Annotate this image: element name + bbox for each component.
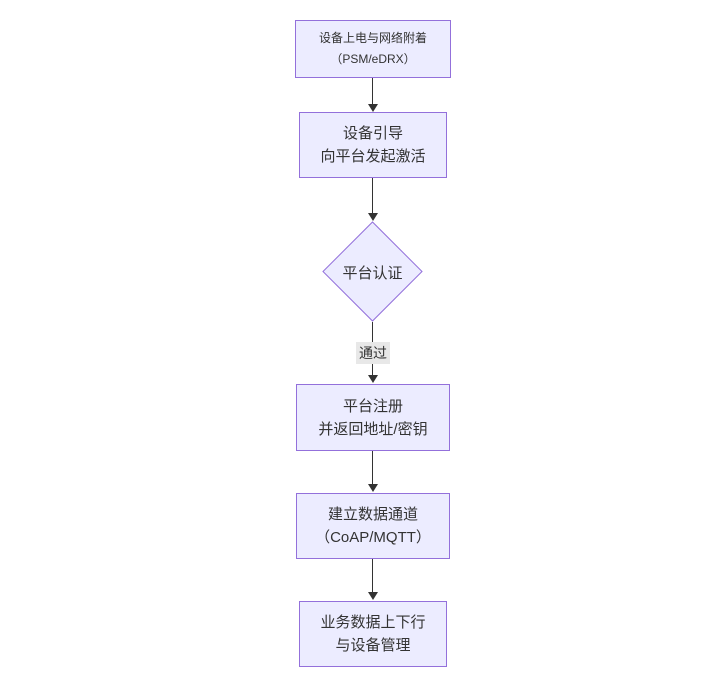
arrowhead-icon bbox=[368, 592, 378, 600]
node-label-line: （CoAP/MQTT） bbox=[315, 529, 431, 546]
arrowhead-icon bbox=[368, 213, 378, 221]
node-label-line: 平台认证 bbox=[342, 264, 403, 282]
node-platform-register: 平台注册 并返回地址/密钥 bbox=[296, 384, 450, 451]
edge-line bbox=[372, 78, 373, 104]
node-label-line: 业务数据上下行 bbox=[320, 614, 426, 631]
node-data-channel: 建立数据通道 （CoAP/MQTT） bbox=[296, 493, 450, 559]
node-label-line: 与设备管理 bbox=[335, 637, 411, 654]
node-label-line: 设备上电与网络附着 bbox=[318, 31, 427, 45]
node-device-power-attach: 设备上电与网络附着 （PSM/eDRX） bbox=[295, 20, 451, 78]
node-business-data-mgmt: 业务数据上下行 与设备管理 bbox=[299, 601, 447, 667]
edge-line bbox=[372, 451, 373, 484]
arrowhead-icon bbox=[368, 375, 378, 383]
node-label-line: （PSM/eDRX） bbox=[330, 52, 416, 66]
node-device-bootstrap: 设备引导 向平台发起激活 bbox=[299, 112, 447, 178]
node-label-line: 平台注册 bbox=[342, 397, 403, 415]
arrowhead-icon bbox=[368, 484, 378, 492]
edge-line bbox=[372, 559, 373, 592]
edge-label-pass: 通过 bbox=[356, 342, 390, 364]
node-label-line: 建立数据通道 bbox=[327, 506, 418, 523]
node-label-line: 向平台发起激活 bbox=[320, 148, 426, 165]
arrowhead-icon bbox=[368, 104, 378, 112]
node-label-line: 并返回地址/密钥 bbox=[318, 420, 428, 438]
edge-line bbox=[372, 178, 373, 213]
node-label-line: 设备引导 bbox=[342, 125, 403, 142]
